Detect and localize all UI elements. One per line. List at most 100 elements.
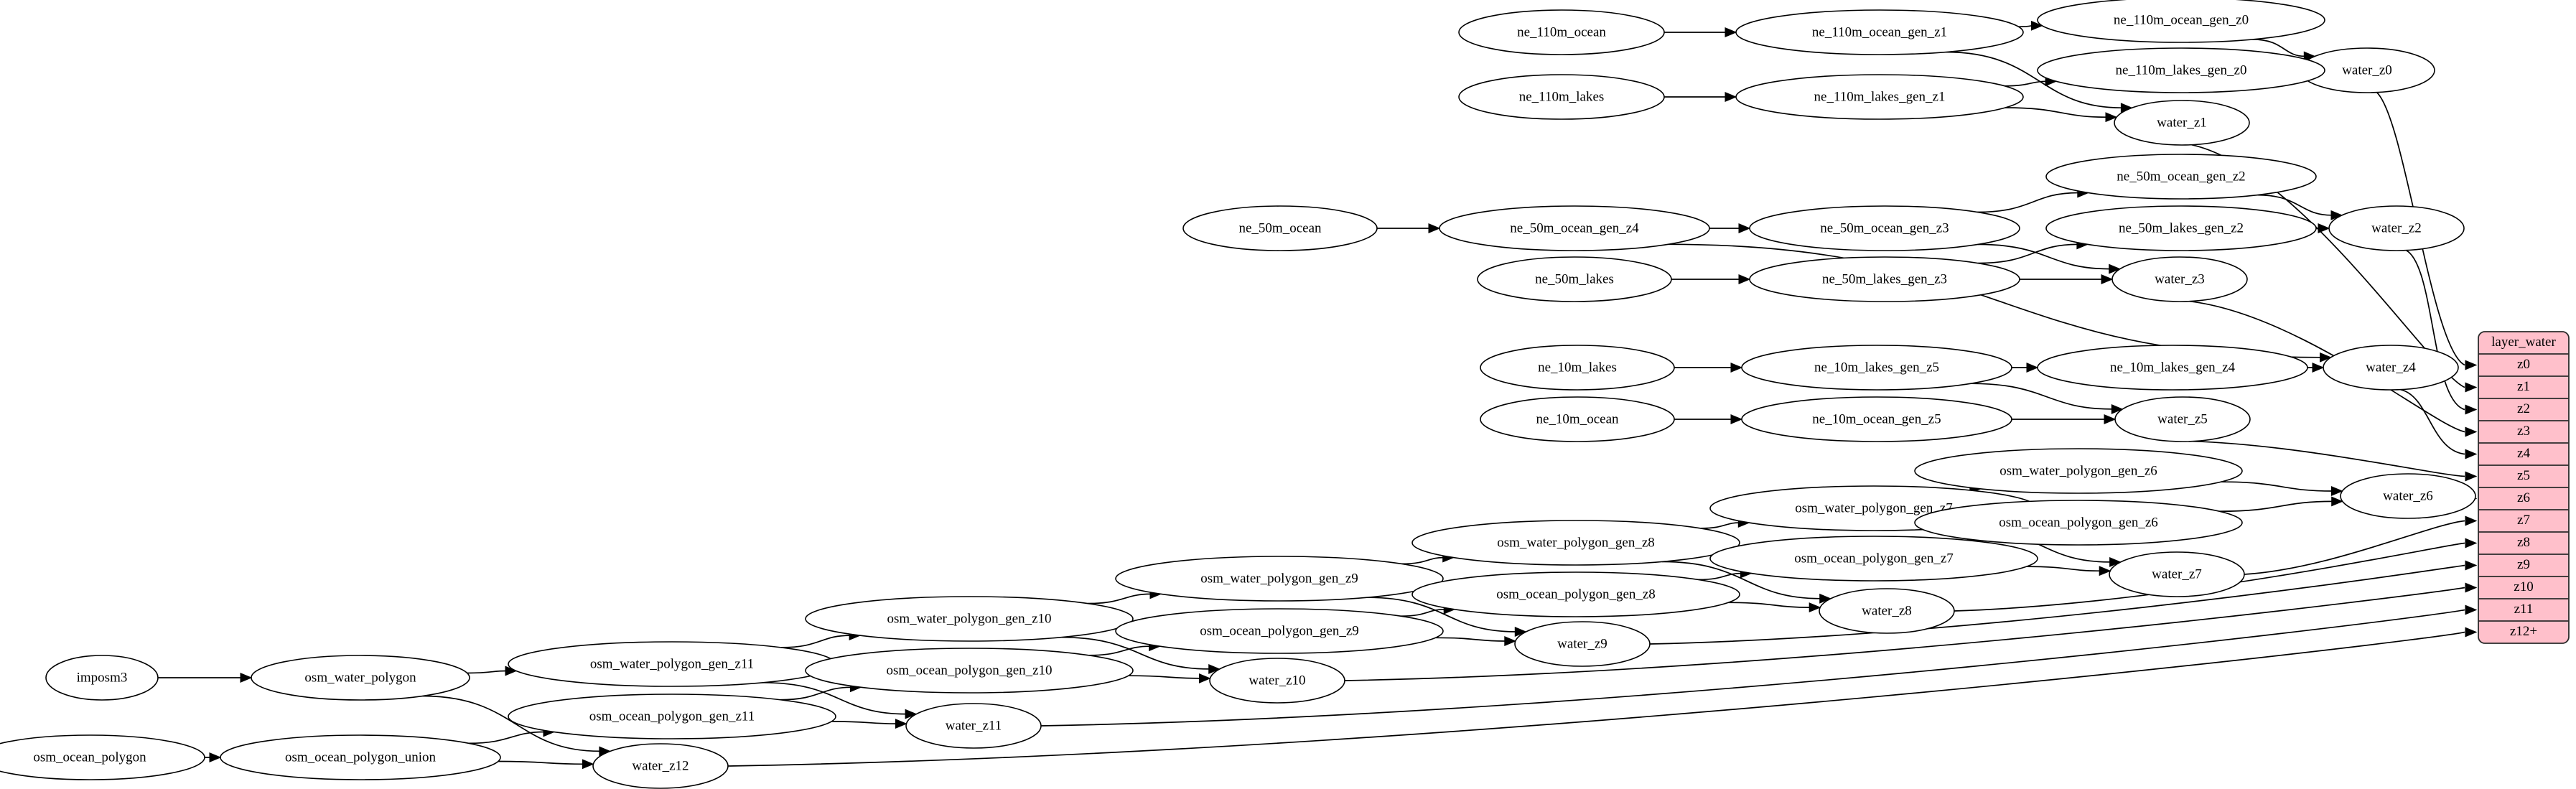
graph-node-water_z12[interactable]: water_z12 [592, 743, 729, 789]
graph-node-ne_50m_ocean_gen_z3[interactable]: ne_50m_ocean_gen_z3 [1749, 205, 2020, 251]
graph-node-water_z1[interactable]: water_z1 [2114, 100, 2250, 146]
graph-node-water_z8[interactable]: water_z8 [1819, 588, 1955, 634]
node-shape [1182, 205, 1378, 251]
node-label: ne_50m_ocean [1238, 220, 1322, 235]
graph-edge-osm_ocean_polygon_union-to-osm_ocean_polygon_gen_z11 [468, 731, 545, 744]
arrowhead-icon [1504, 636, 1517, 646]
graph-edge-osm_water_polygon_gen_z8-to-water_z8 [1662, 561, 1821, 599]
graph-node-water_z5[interactable]: water_z5 [2114, 396, 2251, 442]
graph-node-osm_water_polygon_gen_z11[interactable]: osm_water_polygon_gen_z11 [508, 641, 836, 687]
graph-node-osm_water_polygon_gen_z10[interactable]: osm_water_polygon_gen_z10 [805, 596, 1134, 642]
graph-edge-ne_110m_lakes_gen_z1-to-water_z1 [2005, 107, 2107, 118]
node-shape [1749, 205, 2020, 251]
node-shape [1709, 536, 2038, 582]
graph-node-ne_110m_ocean_gen_z0[interactable]: ne_110m_ocean_gen_z0 [2037, 0, 2325, 43]
arrowhead-icon [2101, 274, 2114, 284]
node-label: water_z7 [2152, 566, 2202, 582]
graph-edge-osm_water_polygon_gen_z11-to-water_z11 [762, 681, 907, 715]
graph-node-osm_ocean_polygon_gen_z7[interactable]: osm_ocean_polygon_gen_z7 [1709, 536, 2038, 582]
graph-node-water_z2[interactable]: water_z2 [2328, 205, 2465, 251]
graph-node-osm_ocean_polygon_gen_z6[interactable]: osm_ocean_polygon_gen_z6 [1914, 500, 2243, 546]
graph-node-ne_110m_ocean_gen_z1[interactable]: ne_110m_ocean_gen_z1 [1735, 9, 2024, 55]
graph-node-water_z10[interactable]: water_z10 [1209, 658, 1345, 704]
graph-node-ne_50m_ocean_gen_z2[interactable]: ne_50m_ocean_gen_z2 [2045, 154, 2317, 200]
node-label: osm_ocean_polygon_gen_z6 [1999, 515, 2158, 530]
graph-node-ne_110m_lakes_gen_z1[interactable]: ne_110m_lakes_gen_z1 [1735, 74, 2024, 120]
node-label: water_z4 [2366, 360, 2416, 375]
node-shape [1735, 74, 2024, 120]
graph-node-osm_ocean_polygon_gen_z9[interactable]: osm_ocean_polygon_gen_z9 [1115, 608, 1444, 654]
node-label: ne_110m_lakes [1519, 89, 1605, 104]
arrowhead-icon [905, 709, 918, 719]
graph-node-ne_50m_lakes_gen_z3[interactable]: ne_50m_lakes_gen_z3 [1749, 256, 2020, 302]
graph-node-ne_50m_ocean_gen_z4[interactable]: ne_50m_ocean_gen_z4 [1439, 205, 1710, 251]
arrowhead-icon [582, 759, 594, 770]
record-row-z0: z0 [2517, 357, 2530, 372]
graph-node-water_z7[interactable]: water_z7 [2109, 551, 2245, 597]
node-label: osm_water_polygon_gen_z8 [1497, 535, 1655, 550]
node-shape [1115, 608, 1444, 654]
node-shape [805, 596, 1134, 642]
node-shape [1439, 205, 1710, 251]
arrowhead-icon [895, 719, 907, 729]
graph-node-ne_10m_lakes_gen_z5[interactable]: ne_10m_lakes_gen_z5 [1741, 345, 2012, 391]
node-shape [1480, 345, 1675, 391]
graph-node-osm_water_polygon_gen_z6[interactable]: osm_water_polygon_gen_z6 [1914, 448, 2243, 494]
graph-node-osm_ocean_polygon_gen_z8[interactable]: osm_ocean_polygon_gen_z8 [1411, 571, 1740, 617]
graph-edge-osm_ocean_polygon_gen_z9-to-osm_ocean_polygon_gen_z8 [1400, 608, 1445, 617]
graph-edge-osm_water_polygon_gen_z11-to-osm_water_polygon_gen_z10 [780, 635, 851, 648]
graph-node-water_z11[interactable]: water_z11 [905, 703, 1042, 749]
graph-node-osm_ocean_polygon_union[interactable]: osm_ocean_polygon_union [220, 734, 501, 780]
graph-node-osm_ocean_polygon[interactable]: osm_ocean_polygon [0, 734, 205, 780]
graph-node-ne_10m_lakes_gen_z4[interactable]: ne_10m_lakes_gen_z4 [2037, 345, 2308, 391]
node-label: ne_10m_lakes_gen_z4 [2110, 360, 2236, 375]
arrowhead-icon [1730, 414, 1743, 424]
graph-edge-water_z11-to-layer_water-z11 [1040, 609, 2465, 727]
graph-node-osm_water_polygon_gen_z8[interactable]: osm_water_polygon_gen_z8 [1411, 520, 1740, 566]
record-row-z4: z4 [2517, 446, 2530, 461]
record-row-z11: z11 [2514, 602, 2534, 617]
graph-edge-ne_50m_lakes_gen_z3-to-ne_50m_lakes_gen_z2 [1978, 243, 2078, 264]
graph-node-osm_ocean_polygon_gen_z10[interactable]: osm_ocean_polygon_gen_z10 [805, 648, 1134, 694]
node-label: water_z8 [1862, 603, 1912, 618]
graph-node-ne_50m_lakes[interactable]: ne_50m_lakes [1477, 256, 1672, 302]
graph-edge-water_z9-to-layer_water-z9 [1649, 564, 2465, 645]
arrowhead-icon [2465, 538, 2478, 548]
node-shape [1914, 500, 2243, 546]
graph-node-ne_10m_ocean[interactable]: ne_10m_ocean [1480, 396, 1675, 442]
graph-node-osm_water_polygon[interactable]: osm_water_polygon [251, 655, 470, 701]
graph-node-water_z9[interactable]: water_z9 [1514, 621, 1651, 667]
graph-edge-ne_50m_ocean_gen_z2-to-water_z2 [2257, 194, 2333, 216]
graph-edge-water_z7-to-layer_water-z7 [2244, 520, 2465, 575]
arrowhead-icon [2465, 515, 2478, 526]
graph-node-imposm3[interactable]: imposm3 [45, 655, 159, 701]
arrowhead-icon [2105, 112, 2118, 123]
arrowhead-icon [2109, 556, 2122, 567]
node-shape [2045, 154, 2317, 200]
graph-node-ne_110m_lakes[interactable]: ne_110m_lakes [1458, 74, 1665, 120]
arrowhead-icon [2320, 352, 2332, 363]
graph-node-ne_50m_ocean[interactable]: ne_50m_ocean [1182, 205, 1378, 251]
node-label: osm_water_polygon_gen_z6 [1999, 463, 2157, 478]
graph-node-water_z3[interactable]: water_z3 [2111, 256, 2248, 302]
graph-node-osm_water_polygon_gen_z9[interactable]: osm_water_polygon_gen_z9 [1115, 556, 1444, 602]
node-label: ne_10m_ocean [1536, 411, 1619, 426]
graph-node-osm_ocean_polygon_gen_z11[interactable]: osm_ocean_polygon_gen_z11 [508, 694, 836, 739]
node-shape [1741, 345, 2012, 391]
graph-edge-ne_10m_lakes_gen_z5-to-water_z5 [1971, 383, 2113, 410]
node-label: water_z9 [1557, 636, 1607, 651]
node-shape [905, 703, 1042, 749]
node-label: water_z12 [632, 758, 689, 773]
graph-edge-water_z4-to-layer_water-z4 [2400, 388, 2465, 455]
graph-node-ne_50m_lakes_gen_z2[interactable]: ne_50m_lakes_gen_z2 [2045, 205, 2317, 251]
graph-node-ne_110m_ocean[interactable]: ne_110m_ocean [1458, 9, 1665, 55]
node-shape [1749, 256, 2020, 302]
graph-node-ne_110m_lakes_gen_z0[interactable]: ne_110m_lakes_gen_z0 [2037, 47, 2325, 93]
node-shape [2323, 345, 2459, 391]
graph-node-water_z6[interactable]: water_z6 [2340, 473, 2476, 519]
graph-node-ne_10m_ocean_gen_z5[interactable]: ne_10m_ocean_gen_z5 [1741, 396, 2012, 442]
arrowhead-icon [2465, 449, 2478, 459]
graph-node-water_z4[interactable]: water_z4 [2323, 345, 2459, 391]
graph-node-ne_10m_lakes[interactable]: ne_10m_lakes [1480, 345, 1675, 391]
graph-edge-water_z12-to-layer_water-z12+ [727, 631, 2465, 767]
